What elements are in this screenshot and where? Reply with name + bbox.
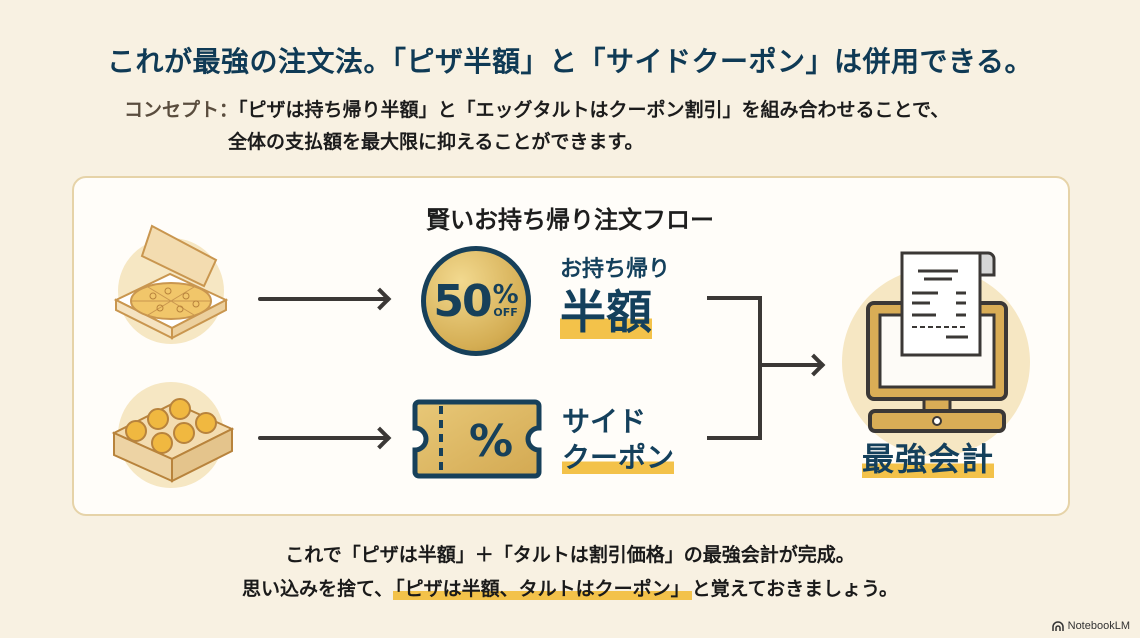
connector-bottom [707,436,761,440]
pizza-label-big: 半額 [560,284,670,340]
egg-tart-box-icon [111,398,235,483]
pizza-box-icon [113,224,229,340]
concept-text: コンセプト：「ピザは持ち帰り半額」と「エッグタルトはクーポン割引」を組み合わせる… [124,94,1084,158]
summary-line-1: これで「ピザは半額」＋「タルトは割引価格」の最強会計が完成。 [285,544,855,566]
badge-percent: % [492,280,519,310]
flow-title: 賢いお持ち帰り注文フロー [426,206,714,234]
badge-percent-block: % OFF [492,280,519,319]
badge-off: OFF [493,306,518,319]
concept-line-2: 全体の支払額を最大限に抑えることができます。 [228,131,644,153]
connector-vertical [758,296,762,440]
final-label: 最強会計 [862,434,995,480]
pizza-arrow [258,297,388,301]
final-label-text: 最強会計 [862,440,995,478]
summary-line-2: 思い込みを捨て、「ピザは半額、タルトはクーポン」と覚えておきましょう。 [0,572,1140,606]
coupon-symbol: % [469,416,513,467]
pizza-label: お持ち帰り 半額 [560,256,670,340]
register-receipt-icon [866,251,1008,433]
tart-label-line2: クーポン [562,440,675,476]
brand-watermark: NotebookLM [1051,620,1130,632]
pizza-label-big-text: 半額 [560,285,652,339]
connector-top [707,296,761,300]
badge-number: 50 [433,275,492,327]
page-title: これが最強の注文法。「ピザ半額」と「サイドクーポン」は併用できる。 [107,45,1033,78]
tart-label-line1: サイド [562,405,647,438]
coupon-ticket-icon: % [412,399,542,479]
tart-label-line2-text: クーポン [562,441,675,474]
tart-label: サイド クーポン [562,404,675,476]
pizza-label-small: お持ち帰り [560,257,671,282]
summary-text: これで「ピザは半額」＋「タルトは割引価格」の最強会計が完成。 思い込みを捨て、「… [0,538,1140,606]
summary-line-2-suffix: と覚えておきましょう。 [691,578,898,600]
tart-arrow [258,436,388,440]
summary-highlight: 「ピザは半額、タルトはクーポン」 [393,578,692,600]
merge-arrow [760,363,822,367]
fifty-percent-off-badge: 50 % OFF [421,246,531,356]
concept-label: コンセプト： [124,99,239,121]
notebooklm-logo-icon [1051,621,1064,631]
brand-name: NotebookLM [1067,620,1130,632]
summary-line-2-prefix: 思い込みを捨て、 [242,578,394,600]
concept-line-1: 「ピザは持ち帰り半額」と「エッグタルトはクーポン割引」を組み合わせることで、 [238,99,950,121]
